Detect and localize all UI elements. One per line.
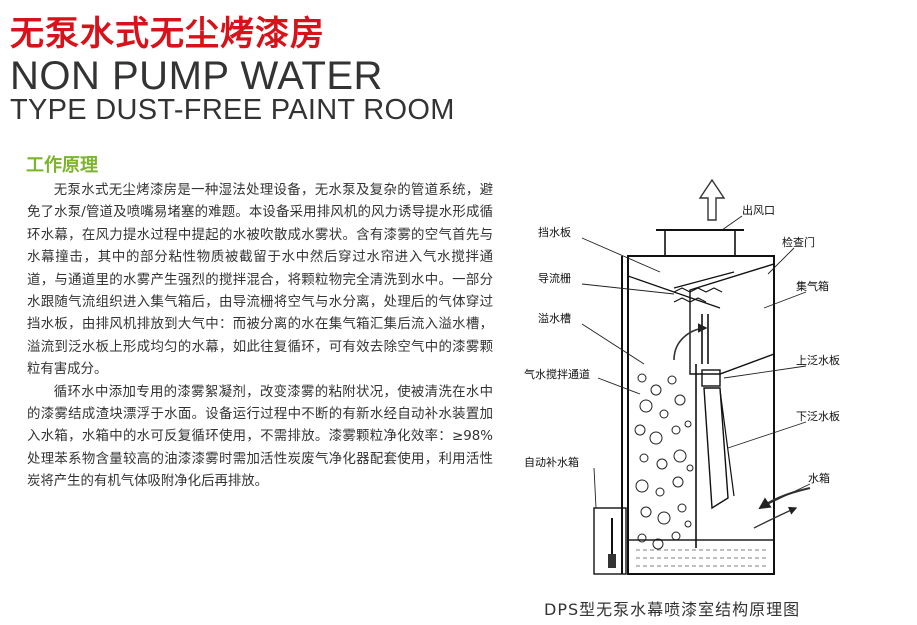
section-heading: 工作原理 bbox=[26, 155, 98, 176]
flow-arrow-up bbox=[673, 323, 708, 361]
auto-water-box bbox=[593, 507, 627, 575]
label-water-tank: 水箱 bbox=[808, 471, 830, 485]
flow-arrow-in bbox=[758, 487, 811, 510]
bubble-channel bbox=[634, 373, 694, 550]
diagram-caption: DPS型无泵水幕喷漆室结构原理图 bbox=[544, 600, 801, 619]
label-upper-plate: 上泛水板 bbox=[796, 353, 840, 367]
upper-plate bbox=[701, 369, 721, 387]
title-cn: 无泵水式无尘烤漆房 bbox=[10, 14, 325, 54]
label-lower-plate: 下泛水板 bbox=[796, 409, 840, 423]
water-tank bbox=[627, 539, 775, 575]
label-guide-grid: 导流栅 bbox=[538, 271, 571, 285]
collector-box bbox=[689, 263, 775, 375]
label-mixing-channel: 气水搅拌通道 bbox=[524, 367, 590, 381]
lower-plate bbox=[703, 387, 729, 510]
outlet-duct bbox=[664, 229, 736, 257]
label-collector: 集气箱 bbox=[796, 279, 829, 293]
exhaust-arrow bbox=[698, 178, 726, 221]
title-en-line1: NON PUMP WATER bbox=[10, 54, 383, 98]
label-auto-water: 自动补水箱 bbox=[524, 455, 579, 469]
label-overflow-tank: 溢水槽 bbox=[538, 311, 571, 325]
diagram-svg: 出风口 挡水板 导流栅 溢水槽 气水搅拌通道 自动补水箱 检查门 集气箱 上泛水… bbox=[524, 178, 840, 575]
paragraph-2: 循环水中添加专用的漆雾絮凝剂，改变漆雾的粘附状况，使被清洗在水中的漆雾结成渣块漂… bbox=[27, 384, 493, 490]
body-text: 无泵水式无尘烤漆房是一种湿法处理设备，无水泵及复杂的管道系统，避免了水泵/管道及… bbox=[27, 180, 493, 494]
title-en-line2: TYPE DUST-FREE PAINT ROOM bbox=[10, 94, 455, 126]
label-baffle: 挡水板 bbox=[538, 225, 571, 239]
paragraph-1: 无泵水式无尘烤漆房是一种湿法处理设备，无水泵及复杂的管道系统，避免了水泵/管道及… bbox=[27, 183, 493, 378]
structure-diagram: 出风口 挡水板 导流栅 溢水槽 气水搅拌通道 自动补水箱 检查门 集气箱 上泛水… bbox=[524, 168, 912, 620]
housing-outline bbox=[627, 255, 775, 575]
label-outlet: 出风口 bbox=[742, 203, 775, 217]
label-inspection-door: 检查门 bbox=[782, 235, 815, 249]
